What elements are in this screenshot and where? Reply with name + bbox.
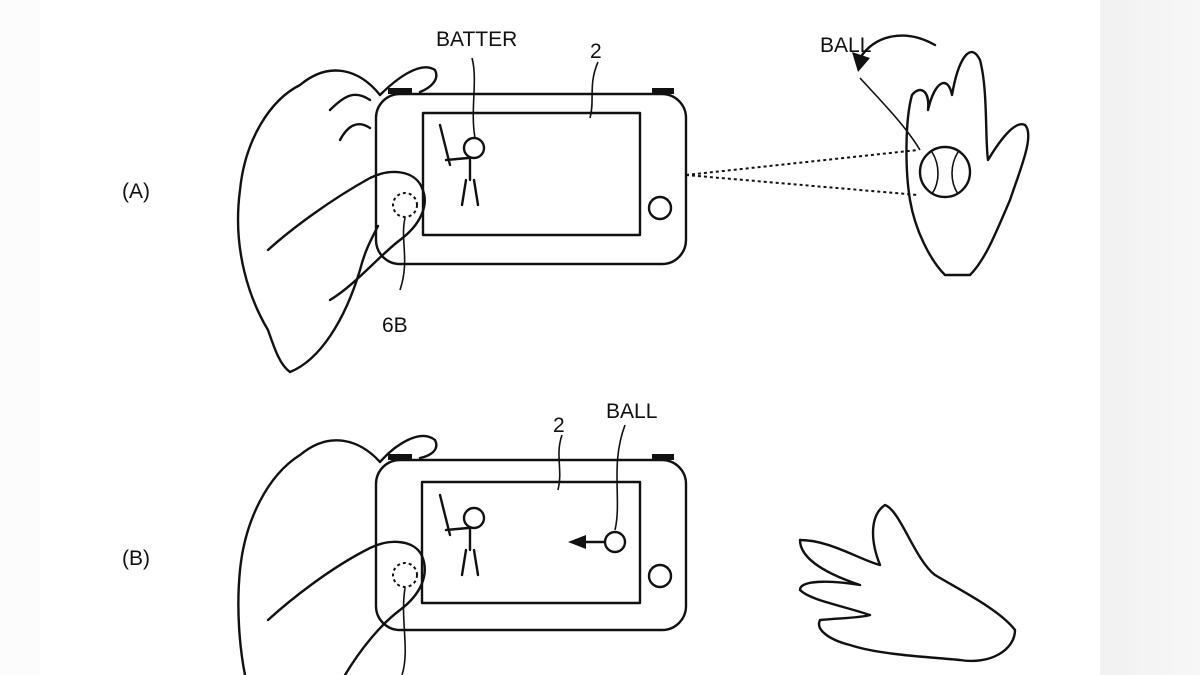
- home-button-b: [647, 563, 673, 589]
- shoulder-button-left-a: [388, 88, 412, 94]
- right-hand-a: [905, 50, 1030, 277]
- game-device-b: [374, 458, 688, 632]
- button-6b-marker: [392, 192, 418, 218]
- leader-6b-b: [401, 587, 407, 675]
- ball-label-b: BALL: [606, 400, 657, 423]
- batter-label: BATTER: [436, 28, 517, 51]
- device-ref-a: 2: [590, 40, 602, 63]
- arrow-head-icon: [852, 52, 870, 72]
- shoulder-button-right-a: [652, 88, 674, 94]
- panel-label-b: (B): [122, 547, 150, 570]
- batter-figure-b: [438, 493, 486, 577]
- home-button-a: [647, 195, 673, 221]
- screen-b: [420, 480, 642, 605]
- figure-b: (B) 2 BALL: [122, 400, 1017, 675]
- ball-in-hand: [918, 145, 972, 199]
- camera-sight-lines: [685, 149, 919, 196]
- open-hand-b: [798, 503, 1017, 663]
- finger-curl-a: [328, 93, 372, 142]
- left-hand-a: [236, 69, 382, 374]
- left-margin: [0, 0, 40, 675]
- ball-seams-a: [931, 151, 959, 195]
- ball-label-a: BALL: [820, 34, 871, 57]
- ball-on-screen: [603, 530, 627, 554]
- right-margin: [1100, 0, 1200, 675]
- button-marker-b: [392, 562, 418, 588]
- device-ref-b: 2: [553, 414, 565, 437]
- leader-device-a: [589, 61, 599, 119]
- button-ref-6b: 6B: [382, 314, 408, 337]
- left-arrow-icon: [568, 535, 586, 549]
- hand-top-b: [378, 434, 438, 464]
- left-hand-b: [237, 439, 382, 675]
- thumb-a: [266, 170, 426, 302]
- panel-label-a: (A): [122, 180, 150, 203]
- thumb-b: [266, 540, 426, 675]
- shoulder-button-left-b: [388, 454, 412, 460]
- leader-ball-b: [614, 424, 626, 531]
- shoulder-button-right-b: [652, 454, 674, 460]
- leader-batter: [471, 57, 476, 139]
- game-device-a: [374, 92, 688, 266]
- screen-a: [421, 111, 642, 237]
- rotation-arrow: [858, 34, 937, 60]
- leader-device-b: [557, 434, 563, 491]
- batter-figure-a: [438, 123, 486, 207]
- leader-ball-a: [859, 77, 921, 151]
- leader-6b: [399, 217, 406, 291]
- hand-top-a: [378, 66, 438, 97]
- figure-a: (A) 6B BATTER 2 BALL: [122, 28, 1030, 374]
